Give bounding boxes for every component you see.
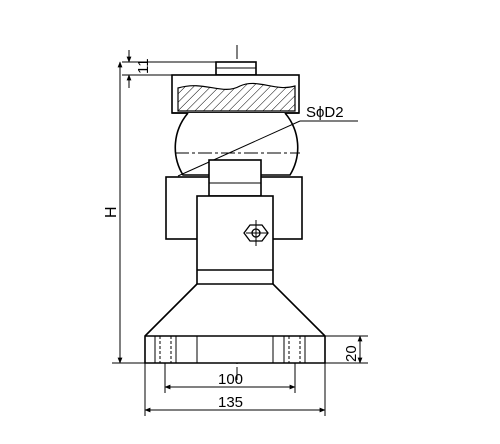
grease-nipple <box>243 220 269 246</box>
dimension-overall-height <box>112 61 145 364</box>
ball-diameter-leader <box>177 120 301 177</box>
overall-height-label: H <box>103 206 120 218</box>
dimension-base-width <box>144 363 326 416</box>
dimension-bolt-spacing <box>164 363 296 393</box>
dimension-base-thickness <box>325 335 368 364</box>
dimension-top-thickness <box>122 50 216 88</box>
base-flange <box>144 283 326 364</box>
top-thickness-label: 11 <box>135 58 152 74</box>
collar <box>165 159 303 240</box>
bolt-hole-left <box>154 336 177 363</box>
bolt-hole-right <box>283 336 306 363</box>
ball-diameter-label: SϕD2 <box>306 104 344 121</box>
bolt-spacing-label: 100 <box>218 371 243 388</box>
base-thickness-label: 20 <box>343 345 360 362</box>
base-width-label: 135 <box>218 394 243 411</box>
top-pad <box>171 61 300 114</box>
